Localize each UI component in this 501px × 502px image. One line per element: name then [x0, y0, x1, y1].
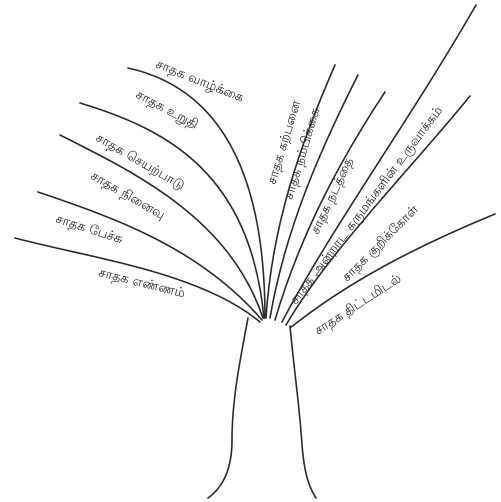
branch-label-5: சாதக உறுதி — [133, 87, 200, 132]
trunk-left-edge — [208, 318, 248, 498]
branch-label-1: சாதக எண்ணம் — [97, 265, 187, 301]
trunk-right-edge — [290, 326, 316, 498]
branch-label-2: சாதக பேச்சு — [54, 212, 125, 248]
